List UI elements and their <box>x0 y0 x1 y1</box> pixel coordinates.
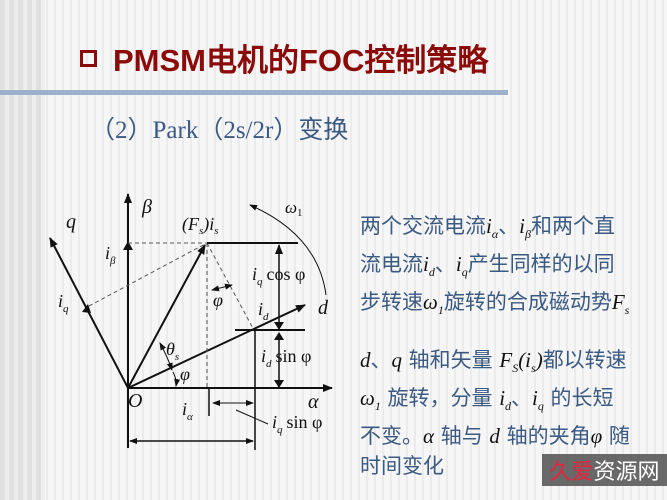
alpha-label: α <box>308 391 319 413</box>
watermark: 久爱资源网 <box>542 454 667 486</box>
i-beta-label: iβ <box>105 243 116 267</box>
i-q-arrowhead <box>82 304 91 313</box>
explanation-paragraph-2: d、q 轴和矢量 FS(is)都以转速 ω1 旋转，分量 id、iq 的长短不变… <box>360 348 630 479</box>
q-axis <box>49 237 129 389</box>
phi-label-upper: φ <box>213 290 223 310</box>
beta-axis <box>123 193 133 448</box>
slide-subtitle: （2）Park（2s/2r）变换 <box>90 117 349 144</box>
i-beta-arrowhead <box>123 241 133 250</box>
i-alpha-label: iα <box>182 399 193 423</box>
d-axis <box>127 304 306 389</box>
theta-s-label: θs <box>166 339 179 363</box>
slide-title-text: PMSM电机的FOC控制策略 <box>113 42 489 78</box>
title-underline <box>0 90 508 95</box>
hollow-square-bullet-icon <box>80 49 97 67</box>
i-q-label: iq <box>58 291 69 315</box>
phi-label-lower: φ <box>180 364 190 384</box>
beta-label: β <box>141 196 152 218</box>
omega1-label: ω1 <box>285 198 303 219</box>
background-stripe <box>0 0 45 500</box>
i-d-label: id <box>258 299 269 323</box>
explanation-paragraph-1: 两个交流电流iα、iβ和两个直流电流id、iq产生同样的以同步转速ω1旋转的合成… <box>360 214 630 318</box>
d-label: d <box>318 297 329 319</box>
slide-title: PMSM电机的FOC控制策略 <box>80 32 488 82</box>
q-label: q <box>66 211 76 233</box>
origin-label: O <box>128 390 142 412</box>
fs-vector <box>127 244 206 389</box>
fs-is-label: (Fs)is <box>182 214 219 237</box>
